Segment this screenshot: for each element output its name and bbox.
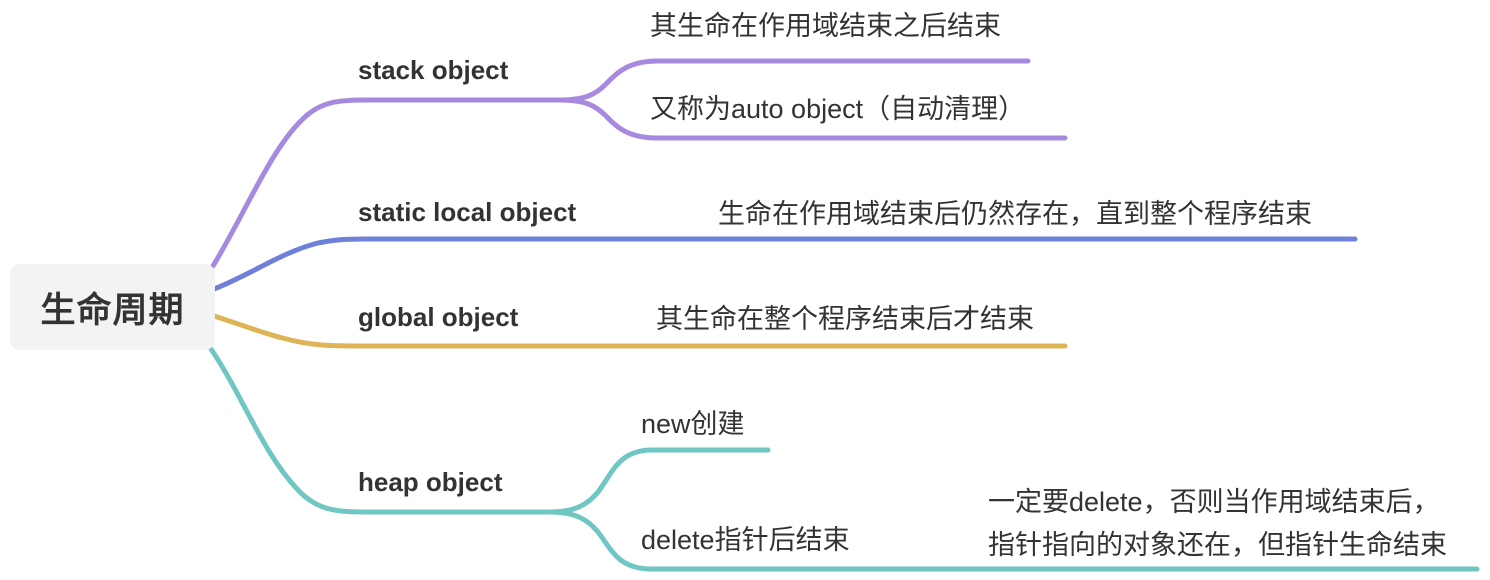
node-static-local-note[interactable]: 生命在作用域结束后仍然存在，直到整个程序结束 bbox=[718, 199, 1312, 229]
root-node-lifecycle[interactable]: 生命周期 bbox=[10, 264, 215, 350]
node-heap-delete-note[interactable]: 一定要delete，否则当作用域结束后， 指针指向的对象还在，但指针生命结束 bbox=[988, 481, 1447, 567]
heap-delete-note-line1: 一定要delete，否则当作用域结束后， bbox=[988, 487, 1440, 517]
heap-delete-line bbox=[547, 509, 1480, 572]
node-global-note[interactable]: 其生命在整个程序结束后才结束 bbox=[656, 304, 1034, 334]
node-heap-object[interactable]: heap object bbox=[358, 467, 503, 497]
stack-child1-line bbox=[557, 58, 1031, 103]
node-heap-new[interactable]: new创建 bbox=[641, 409, 745, 439]
heap-delete-note-line2: 指针指向的对象还在，但指针生命结束 bbox=[988, 530, 1447, 560]
heap-new-line bbox=[547, 447, 771, 515]
node-stack-object[interactable]: stack object bbox=[358, 55, 509, 85]
heap-branch-line bbox=[208, 346, 553, 515]
node-static-local-object[interactable]: static local object bbox=[358, 197, 577, 227]
stack-child2-line bbox=[557, 97, 1068, 141]
stack-branch-line bbox=[210, 97, 563, 269]
node-heap-delete[interactable]: delete指针后结束 bbox=[641, 525, 850, 555]
node-stack-auto-object[interactable]: 又称为auto object（自动清理） bbox=[650, 94, 1026, 124]
global-branch-line bbox=[211, 313, 1068, 349]
static-local-branch-line bbox=[211, 236, 1358, 292]
node-stack-scope-end[interactable]: 其生命在作用域结束之后结束 bbox=[650, 11, 1001, 41]
node-global-object[interactable]: global object bbox=[358, 302, 519, 332]
